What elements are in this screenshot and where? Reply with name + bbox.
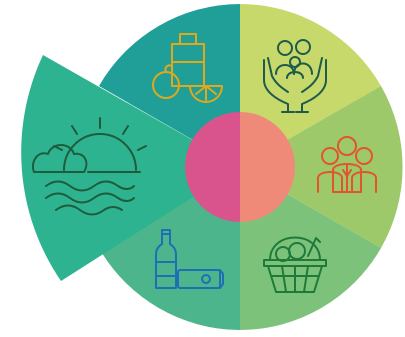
segment-environment[interactable] xyxy=(21,55,240,281)
food-basket-icon xyxy=(263,236,327,293)
group-of-people-icon xyxy=(317,136,377,193)
fruit-juice-icon xyxy=(152,33,223,103)
segment-community[interactable] xyxy=(240,86,403,248)
bottle-and-can-icon xyxy=(155,229,224,289)
hub-right-half xyxy=(240,112,295,222)
family-hands-icon xyxy=(263,39,327,113)
sun-cloud-waves-icon xyxy=(32,117,147,216)
hub-left-half xyxy=(185,112,240,222)
